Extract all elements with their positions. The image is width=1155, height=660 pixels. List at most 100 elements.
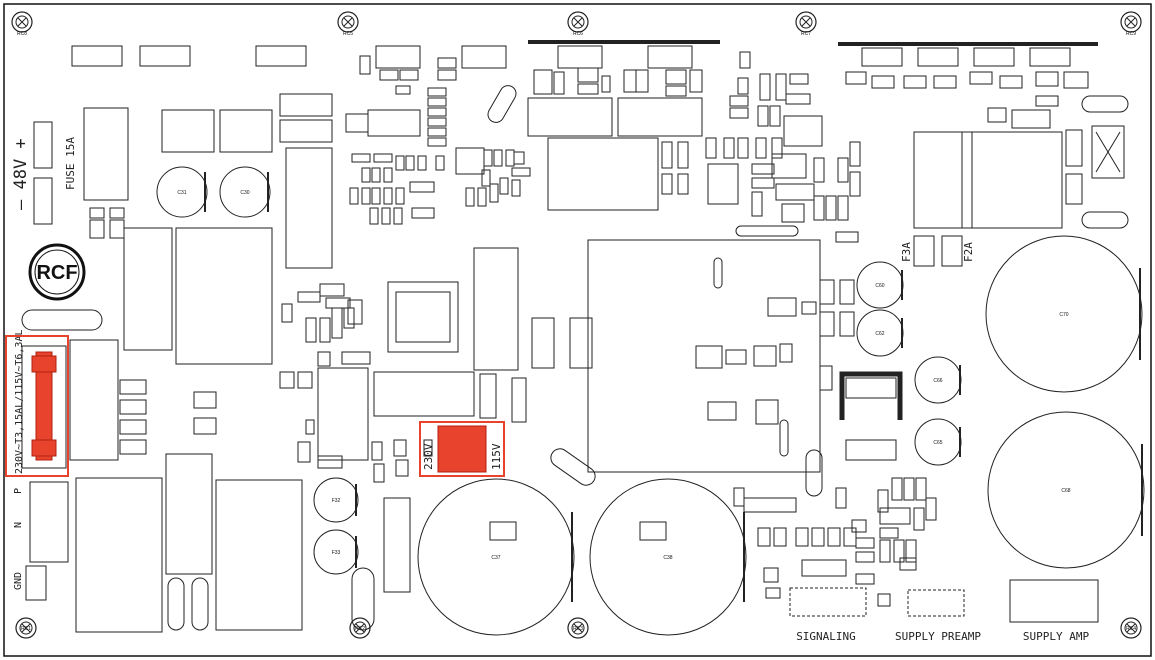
mount-hole-label: RC1 [21,626,31,632]
inductor-h4 [647,45,693,69]
mount-hole-tr: RC9 [1120,11,1142,37]
heatsink-main [587,239,821,473]
svg-text:C66: C66 [933,378,942,384]
pill-c6 [191,577,209,631]
pill-d32 [550,448,596,486]
diode-d14 [383,497,411,593]
svg-text:F33: F33 [332,550,341,556]
capacitor-c68: C68 [987,411,1145,569]
svg-text:C65: C65 [933,440,942,446]
capacitor-c62: C62 [856,309,904,357]
terminal-gnd-label: GND [13,572,24,590]
connector-j3b [33,177,53,225]
inductor-h2 [461,45,507,69]
svg-text:C30: C30 [240,190,249,196]
fuse-holder-highlight [5,335,69,477]
fuse-f3a-label: F3A [900,242,913,262]
mount-hole-label: RC6 [573,31,583,37]
smd-cluster-top [345,55,703,225]
fuse-f2a-label: F2A [962,242,975,262]
capacitor-c65: C65 [914,418,962,466]
inductor-l2 [175,227,273,365]
cap-c9 [279,119,333,143]
mount-hole-br: RC4 [1120,617,1142,639]
capacitor-f32: F32 [313,477,359,523]
capacitor-c70: C70 [985,235,1143,393]
mount-hole-label: RC4 [1126,626,1136,632]
supply-amp-label: SUPPLY AMP [1023,630,1090,643]
diode-d2 [71,45,123,67]
svg-text:C68: C68 [1061,488,1070,494]
cap-c8 [279,93,333,117]
mount-hole-t3: RC6 [567,11,589,37]
diode-d32 [569,317,593,369]
transformer-right [913,131,1063,229]
svg-text:C38: C38 [663,555,672,561]
capacitor-c60: C60 [856,261,904,309]
connector-j10 [1009,579,1099,623]
voltage-selector-highlight [419,421,505,477]
connector-j1a [25,565,47,601]
inductor-e1 [69,339,119,461]
svg-text:C62: C62 [875,331,884,337]
capacitor-c38: C38 [589,478,747,636]
supply-preamp-label: SUPPLY PREAMP [895,630,981,643]
mount-hole-label: RC9 [1126,31,1136,37]
mount-hole-t2: RC5 [337,11,359,37]
pill-r50 [805,449,823,497]
component-d33 [845,377,897,399]
mount-hole-label: RC5 [343,31,353,37]
diode-d31 [531,317,555,369]
diode-d36 [861,47,903,67]
relay-r8 [219,109,273,153]
terminal-n-label: N [13,522,24,528]
mount-hole-label: RC8 [17,31,27,37]
svg-text:C70: C70 [1059,312,1068,318]
capacitor-f33: F33 [313,529,359,575]
fuse-f3 [913,235,935,267]
pill-u1 [21,309,103,331]
cap-c7 [285,147,333,269]
transformer-right-inner [961,131,973,229]
transformer-t1-core [395,291,451,343]
diode-d42 [1029,47,1071,67]
pill-c55 [735,225,799,237]
rcf-logo: RCF [28,243,86,301]
transformer-t1 [387,281,459,353]
fuse-f4 [941,235,963,267]
svg-text:F32: F32 [332,498,341,504]
inductor-l1 [75,477,163,633]
connector-j1 [29,481,69,563]
inductor-c5 [165,453,213,575]
fuse-cap-top [31,355,57,373]
fuse-holder [21,345,67,469]
pill-c76 [351,567,375,631]
fuse-cap-bottom [31,439,57,457]
diode-d37 [917,47,959,67]
transformer-t3 [547,137,659,211]
brand-logo-text: RCF [36,262,77,284]
heatsink-slot2 [779,419,789,457]
inductor-d30 [473,247,519,371]
bus-bar [839,371,903,420]
capacitor-c37: C37 [417,478,575,636]
diode-d7 [255,45,307,67]
voltage-115-label: 115V [490,443,503,470]
board-outline [3,3,1152,657]
diode-bridge [1091,125,1125,179]
heatsink-l8 [317,367,369,461]
inductor-e2 [123,227,173,351]
fuse-label: FUSE 15A [64,137,77,190]
signaling-label: SIGNALING [796,630,856,643]
svg-text:C31: C31 [177,190,186,196]
pill-c73 [1081,211,1129,229]
fuse-f2 [83,107,129,201]
smd-cluster-mid [661,51,1089,243]
capacitor-c30: C30 [219,166,271,218]
pill-c75 [1081,95,1129,113]
component-c16 [527,97,613,137]
capacitor-c66: C66 [914,356,962,404]
inductor-h1 [375,45,421,69]
mount-hole-t4: RC7 [795,11,817,37]
